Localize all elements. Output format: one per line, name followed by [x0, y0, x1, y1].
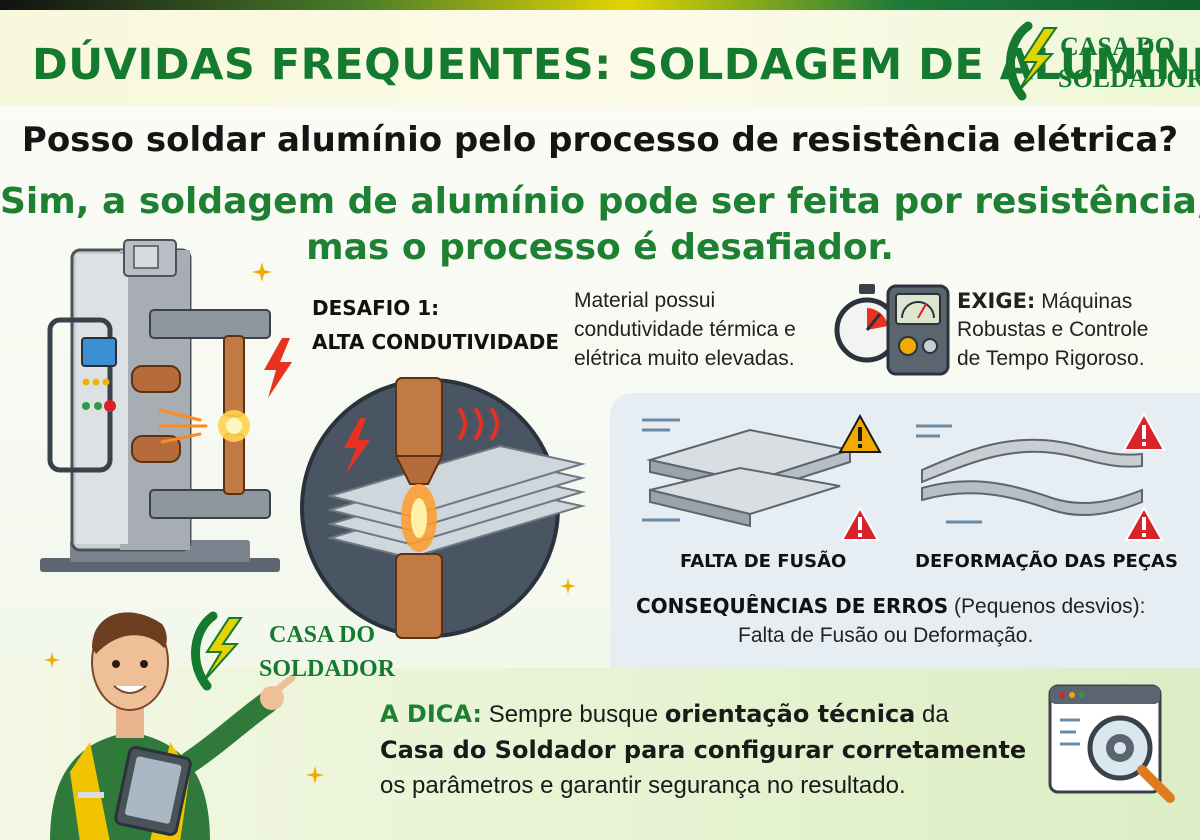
brand-logo: CASA DO SOLDADOR	[1000, 20, 1200, 104]
page-title: DÚVIDAS FREQUENTES: SOLDAGEM DE ALUMÍNIO	[32, 40, 1200, 90]
logo-line-2: SOLDADOR	[1058, 64, 1200, 93]
tip-line-2: Casa do Soldador para configurar correta…	[380, 736, 1026, 765]
settings-search-icon	[1048, 684, 1175, 803]
question-heading: Posso soldar alumínio pelo processo de r…	[21, 120, 1179, 160]
answer-line-2: mas o processo é desafiador.	[306, 227, 894, 268]
consequences-paren: (Pequenos desvios):	[954, 595, 1146, 618]
tip-text-1a: Sempre busque	[488, 701, 659, 728]
control-panel-icon	[886, 284, 950, 376]
answer-line-1: Sim, a soldagem de alumínio pode ser fei…	[0, 181, 1200, 222]
mascot-logo-line-1: CASA DO	[269, 622, 376, 648]
challenge-title-line-1: DESAFIO 1:	[312, 296, 440, 320]
tip-line-3: os parâmetros e garantir segurança no re…	[380, 772, 906, 799]
sparkle-icon	[560, 578, 576, 594]
lightning-icon	[264, 338, 292, 398]
consequences-label: CONSEQUÊNCIAS DE ERROS	[636, 594, 949, 618]
consequence-deformation: DEFORMAÇÃO DAS PEÇAS	[915, 551, 1178, 572]
stacked-plates-illustration	[642, 418, 854, 528]
consequence-lack-of-fusion: FALTA DE FUSÃO	[680, 551, 847, 572]
requirement-text-1: Máquinas	[1041, 290, 1133, 313]
spot-welding-machine-icon	[40, 239, 280, 572]
logo-line-1: CASA DO	[1060, 32, 1175, 61]
sparkle-icon	[306, 766, 324, 784]
tip-line-1: A DICA: Sempre busque orientação técnica…	[380, 700, 949, 729]
stopwatch-icon	[834, 284, 900, 363]
challenge-desc-line-2: condutividade térmica e	[574, 318, 796, 341]
warning-icon	[840, 505, 880, 541]
electrode-closeup-icon	[300, 377, 586, 639]
tip-text-1c: da	[922, 701, 949, 728]
consequences-line-1: CONSEQUÊNCIAS DE ERROS (Pequenos desvios…	[636, 594, 1145, 619]
mascot-brand-logo: CASA DO SOLDADOR	[185, 611, 395, 696]
tip-text-2: Casa do Soldador para configurar correta…	[380, 736, 1027, 764]
warning-icon	[1122, 411, 1166, 451]
consequences-text-2: Falta de Fusão ou Deformação.	[738, 624, 1034, 647]
top-color-bar	[0, 0, 1200, 10]
logo-swoosh-icon	[1006, 21, 1058, 101]
challenge-desc-line-1: Material possui	[574, 289, 716, 312]
sparkle-icon	[44, 652, 60, 668]
tip-text-1b: orientação técnica	[664, 700, 916, 728]
requirement-line-2: Robustas e Controle	[957, 318, 1149, 341]
deformed-plates-illustration	[916, 424, 1143, 524]
header-banner: DÚVIDAS FREQUENTES: SOLDAGEM DE ALUMÍNIO…	[0, 10, 1200, 106]
logo-swoosh-icon	[191, 611, 243, 691]
requirement-line-1: EXIGE: Máquinas	[957, 289, 1132, 314]
consequences-panel	[610, 393, 1200, 668]
requirement-line-3: de Tempo Rigoroso.	[957, 347, 1145, 370]
sparkle-icon	[252, 262, 272, 282]
challenge-title-line-2: ALTA CONDUTIVIDADE	[312, 330, 560, 354]
mascot-logo-line-2: SOLDADOR	[259, 656, 396, 682]
worker-mascot-icon	[50, 612, 296, 840]
challenge-desc-line-3: elétrica muito elevadas.	[574, 347, 795, 370]
warning-icon	[1124, 505, 1164, 541]
tip-label: A DICA:	[380, 700, 483, 728]
warning-icon	[838, 413, 882, 453]
requirement-label: EXIGE:	[957, 289, 1036, 313]
